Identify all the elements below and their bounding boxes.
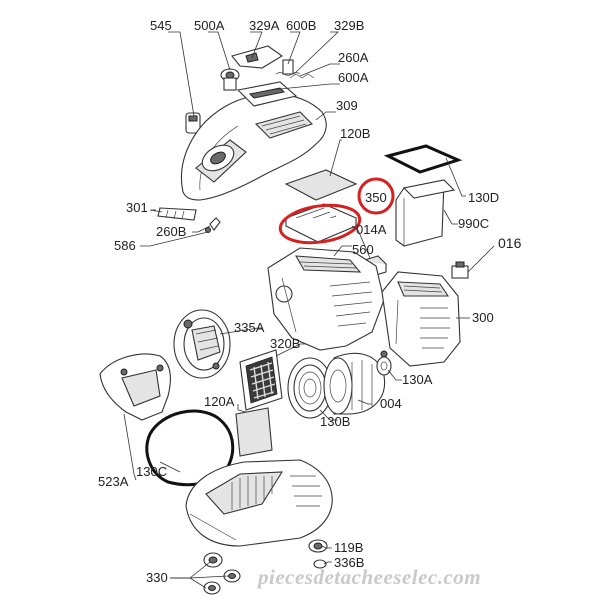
part-base-housing bbox=[185, 459, 333, 547]
part-336B-axle bbox=[313, 559, 327, 569]
part-320B-grille bbox=[239, 349, 283, 411]
label-130A: 130A bbox=[402, 372, 433, 387]
top-lid-assembly bbox=[181, 45, 327, 201]
part-130B-motor-seal bbox=[287, 357, 333, 419]
label-300: 300 bbox=[472, 310, 494, 325]
label-014A: 014A bbox=[356, 222, 387, 237]
label-329A: 329A bbox=[249, 18, 280, 33]
part-600B-spring bbox=[275, 59, 301, 76]
label-560: 560 bbox=[352, 242, 374, 257]
label-260B: 260B bbox=[156, 224, 186, 239]
part-335A-rear-panel bbox=[173, 309, 231, 379]
label-130C: 130C bbox=[136, 464, 167, 479]
part-309-top-lid bbox=[181, 81, 327, 201]
filter-350-highlight-circle bbox=[278, 203, 362, 245]
label-130B: 130B bbox=[320, 414, 350, 429]
part-120A-filter bbox=[235, 407, 273, 457]
watermark-text: piecesdetacheeselec.com bbox=[256, 565, 481, 589]
label-336B: 336B bbox=[334, 555, 364, 570]
label-545: 545 bbox=[150, 18, 172, 33]
part-120B-filter-pad bbox=[284, 169, 358, 201]
part-990C-bag-holder bbox=[395, 179, 456, 247]
label-120B: 120B bbox=[340, 126, 370, 141]
leader-lines bbox=[123, 31, 495, 589]
label-523A: 523A bbox=[98, 474, 129, 489]
label-330: 330 bbox=[146, 570, 168, 585]
part-130A-ring bbox=[376, 356, 392, 376]
label-990C: 990C bbox=[458, 216, 489, 231]
label-600B: 600B bbox=[286, 18, 316, 33]
label-350: 350 bbox=[365, 190, 387, 205]
label-301: 301 bbox=[126, 200, 148, 215]
part-016-connector bbox=[451, 261, 469, 279]
label-500A: 500A bbox=[194, 18, 225, 33]
label-130D: 130D bbox=[468, 190, 499, 205]
label-120A: 120A bbox=[204, 394, 235, 409]
label-329B: 329B bbox=[334, 18, 364, 33]
part-545-latch bbox=[185, 112, 201, 134]
label-320B: 320B bbox=[270, 336, 300, 351]
part-130D-gasket bbox=[383, 144, 463, 174]
label-335A: 335A bbox=[234, 320, 265, 335]
part-260A-spring bbox=[289, 73, 315, 79]
part-330-castor-wheels bbox=[203, 552, 241, 595]
part-301-handle-grip bbox=[157, 207, 197, 221]
part-004-motor bbox=[323, 350, 388, 415]
part-500A-wheel bbox=[220, 68, 240, 91]
part-labels: 545 500A 329A 600B 329B 260A 600A 309 12… bbox=[98, 18, 522, 585]
part-119B-wheel bbox=[308, 539, 328, 553]
label-119B: 119B bbox=[334, 540, 363, 555]
label-004: 004 bbox=[380, 396, 402, 411]
part-586-clip bbox=[205, 217, 221, 233]
label-260A: 260A bbox=[338, 50, 369, 65]
part-523A-front-cover bbox=[99, 353, 171, 421]
label-600A: 600A bbox=[338, 70, 369, 85]
label-309: 309 bbox=[336, 98, 358, 113]
part-329A-cover bbox=[231, 45, 284, 69]
part-560-chassis bbox=[267, 247, 385, 351]
label-350-highlight-circle bbox=[357, 177, 395, 215]
label-586: 586 bbox=[114, 238, 136, 253]
part-300-motor-housing bbox=[381, 271, 461, 367]
label-016: 016 bbox=[498, 235, 522, 251]
